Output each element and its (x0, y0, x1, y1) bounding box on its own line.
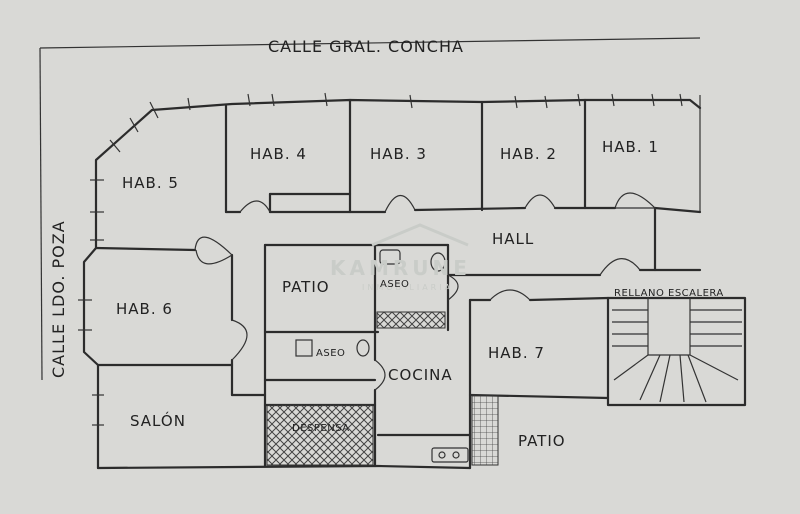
floor-patterns (266, 311, 499, 466)
room-label-patio-interior: PATIO (282, 278, 330, 296)
room-label-cocina: COCINA (388, 366, 453, 384)
room-label-hab4: HAB. 4 (250, 145, 307, 163)
window-marks (78, 92, 683, 426)
room-label-hab2: HAB. 2 (500, 145, 557, 163)
room-label-despensa: DESPENSA (292, 423, 350, 434)
watermark-brand: KAMRUNE (330, 256, 471, 280)
room-label-patio-exterior: PATIO (518, 432, 566, 450)
room-label-hab3: HAB. 3 (370, 145, 427, 163)
room-label-hab5: HAB. 5 (122, 174, 179, 192)
room-label-rellano: RELLANO ESCALERA (614, 288, 724, 299)
staircase (612, 298, 742, 403)
room-label-aseo-small: ASEO (316, 348, 345, 359)
room-label-hab7: HAB. 7 (488, 344, 545, 362)
watermark: KAMRUNE INMOBILIARIA (330, 223, 471, 292)
room-label-hall: HALL (492, 230, 534, 248)
room-label-hab1: HAB. 1 (602, 138, 659, 156)
fixtures (295, 249, 469, 463)
street-top-label: CALLE GRAL. CONCHA (268, 37, 464, 56)
room-label-salon: SALÓN (130, 411, 186, 430)
interior-walls (94, 98, 702, 470)
boundary-lines (39, 37, 701, 381)
watermark-tagline: INMOBILIARIA (362, 283, 453, 292)
room-label-hab6: HAB. 6 (116, 300, 173, 318)
street-left-label: CALLE LDO. POZA (49, 220, 68, 378)
door-swings (194, 192, 657, 391)
room-label-aseo-main: ASEO (380, 279, 409, 290)
